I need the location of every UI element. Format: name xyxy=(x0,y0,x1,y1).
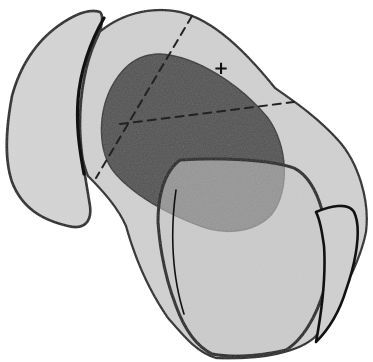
center-marker: + xyxy=(213,58,228,79)
lower-right-region xyxy=(158,159,329,356)
